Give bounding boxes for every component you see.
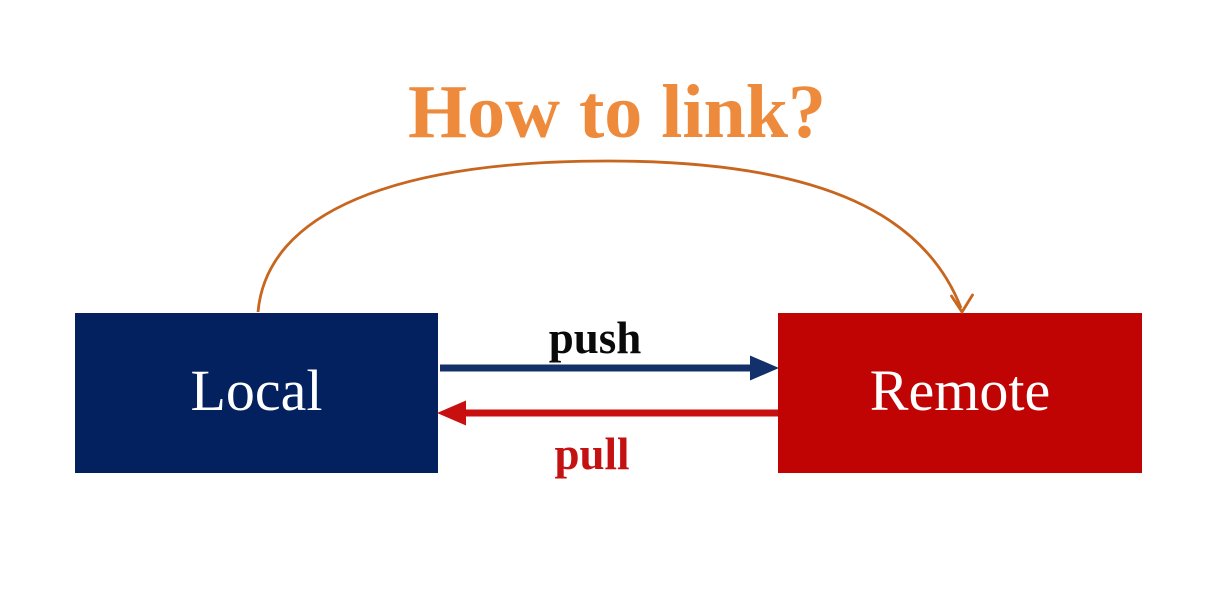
diagram-title: How to link? xyxy=(407,70,827,154)
pull-arrow-label: pull xyxy=(554,429,630,479)
local-node-label: Local xyxy=(190,358,323,423)
link-curve-arrow xyxy=(256,159,974,314)
local-node: Local xyxy=(75,313,438,473)
remote-node-label: Remote xyxy=(869,358,1051,423)
remote-node: Remote xyxy=(778,313,1142,473)
pull-arrow xyxy=(437,400,778,426)
push-arrow-label: push xyxy=(548,313,642,363)
